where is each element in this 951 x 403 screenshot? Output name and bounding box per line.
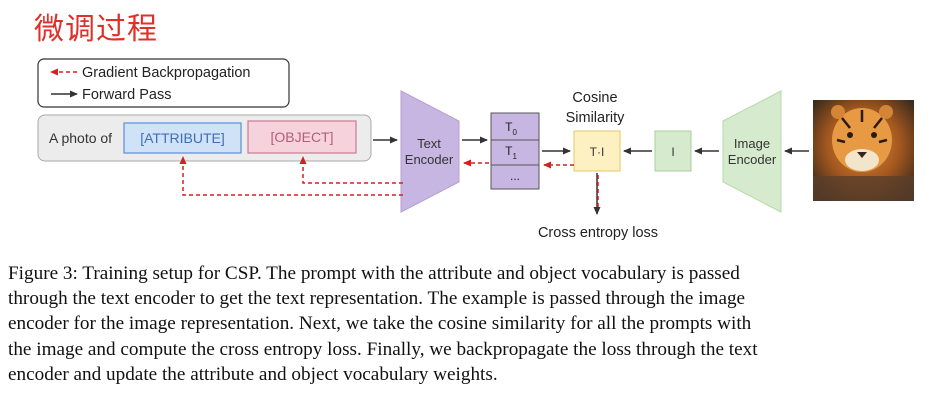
tiger-photo-ground <box>813 176 914 201</box>
loss-label: Cross entropy loss <box>538 225 658 241</box>
cosine-label-line1: Cosine <box>572 90 617 106</box>
cosine-label-line2: Similarity <box>566 110 626 126</box>
attribute-token-label: [ATTRIBUTE] <box>140 130 225 146</box>
image-representation: I <box>654 130 692 172</box>
tiger-photo <box>813 100 914 201</box>
figure-heading: 微调过程 <box>34 12 158 47</box>
image-encoder-label-line1: Image <box>734 136 770 151</box>
figure-caption: Figure 3: Training setup for CSP. The pr… <box>8 261 946 387</box>
text-rep-t1 <box>490 139 540 166</box>
backprop-paths <box>179 156 599 208</box>
caption-line: encoder for the image representation. Ne… <box>8 313 752 335</box>
tiger-eye-right <box>871 132 877 138</box>
caption-line: the image and compute the cross entropy … <box>8 338 758 360</box>
caption-line: through the text encoder to get the text… <box>8 288 746 310</box>
caption-line: Figure 3: Training setup for CSP. The pr… <box>8 263 740 284</box>
tiger-stripes <box>836 110 888 144</box>
text-rep-t1-label: T1 <box>505 144 517 161</box>
training-diagram: Gradient Backpropagation Forward Pass A … <box>37 58 914 241</box>
tiger-eye-left <box>847 132 853 138</box>
image-rep-label: I <box>671 145 674 159</box>
backprop-encoder-to-attribute <box>179 156 403 196</box>
text-rep-t0 <box>490 112 540 141</box>
text-rep-more-label: ... <box>510 169 520 183</box>
image-rep-box <box>654 130 692 172</box>
tiger-ear-left <box>831 105 845 119</box>
caption-line: encoder and update the attribute and obj… <box>8 363 498 385</box>
legend: Gradient Backpropagation Forward Pass <box>37 58 290 108</box>
legend-forward-label: Forward Pass <box>82 87 171 103</box>
text-encoder-label-line1: Text <box>417 136 441 151</box>
prompt-prefix: A photo of <box>49 130 112 146</box>
cosine-similarity: Cosine Similarity T·I <box>566 90 626 172</box>
cosine-box-label: T·I <box>590 145 605 159</box>
text-encoder-label-line2: Encoder <box>405 152 454 167</box>
object-token <box>247 120 357 154</box>
legend-box <box>37 58 290 108</box>
tiger-muzzle <box>845 149 879 171</box>
image-encoder: Image Encoder <box>722 90 782 213</box>
backprop-encoder-to-object <box>299 156 403 184</box>
image-encoder-shape <box>722 90 782 213</box>
text-encoder: Text Encoder <box>400 90 460 213</box>
tiger-nose <box>857 152 867 158</box>
text-rep-t0-label: T0 <box>505 120 517 137</box>
tiger-ear-right <box>879 105 893 119</box>
object-token-label: [OBJECT] <box>270 129 333 145</box>
image-encoder-label-line2: Encoder <box>728 152 777 167</box>
legend-backprop-label: Gradient Backpropagation <box>82 65 250 81</box>
text-representations: T0 T1 ... <box>490 112 540 190</box>
prompt: A photo of [ATTRIBUTE] [OBJECT] <box>37 114 372 162</box>
cosine-box <box>573 130 621 172</box>
text-rep-more <box>490 164 540 190</box>
text-encoder-shape <box>400 90 460 213</box>
attribute-token <box>123 122 242 154</box>
